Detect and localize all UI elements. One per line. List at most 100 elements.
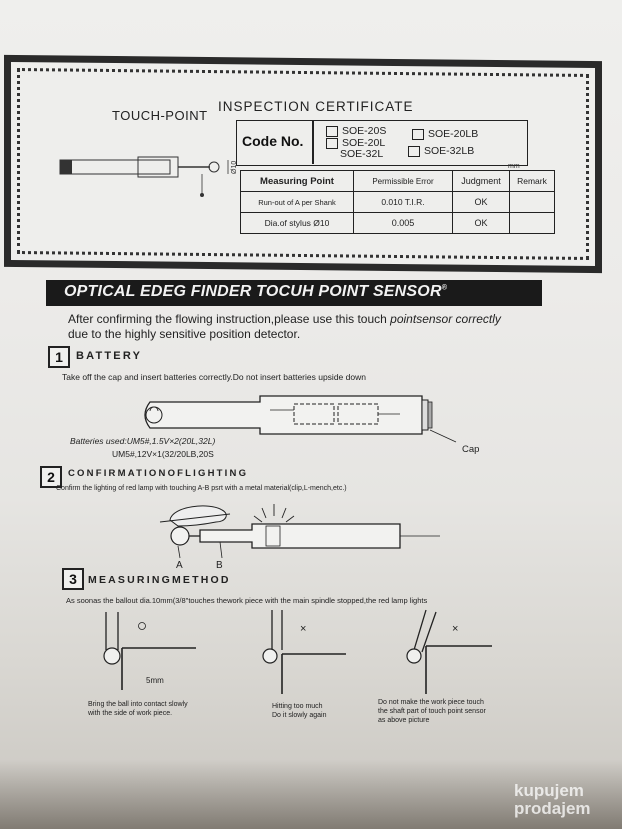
table-cell: OK <box>452 191 510 213</box>
caption-1: Bring the ball into contact slowly with … <box>88 700 188 718</box>
title-banner <box>46 280 542 306</box>
checkbox-icon <box>326 137 338 149</box>
point-a-marker <box>200 193 204 197</box>
caption-line: Do not make the work piece touch <box>378 699 484 706</box>
batteries-used-text-2: UM5#,12V×1(32/20LB,20S <box>112 449 214 459</box>
cap-knurl <box>427 401 433 429</box>
code-number-box <box>236 120 528 166</box>
ok-circle-icon <box>138 622 146 630</box>
table-row: Run-out of A per Shank 0.010 T.I.R. OK <box>240 191 555 213</box>
inspection-table: Measuring Point Permissible Error Judgme… <box>240 170 555 234</box>
caption-line: Hitting too much <box>272 703 323 710</box>
option-soe-32lb: SOE-32LB <box>408 145 474 157</box>
battery-icon <box>293 403 335 425</box>
certificate-title: INSPECTION CERTIFICATE <box>218 99 414 114</box>
option-label: SOE-32LB <box>424 145 475 157</box>
banner-title-text: OPTICAL EDEG FINDER TOCUH POINT SENSOR <box>64 283 442 300</box>
option-label: SOE-32L <box>340 148 384 160</box>
section-3-title: MEASURINGMETHOD <box>88 574 231 586</box>
hand-icon <box>169 505 227 527</box>
section-1-number: 1 <box>48 346 70 368</box>
x-mark-icon: × <box>452 623 458 635</box>
red-lamp-icon <box>265 525 281 547</box>
section-3-number: 3 <box>62 568 84 590</box>
x-mark-icon: × <box>300 623 306 635</box>
table-cell: Dia.of stylus Ø10 <box>240 212 354 234</box>
caption-line: Bring the ball into contact slowly <box>88 701 188 708</box>
option-soe-20l: SOE-20L <box>326 137 385 149</box>
banner-title: OPTICAL EDEG FINDER TOCUH POINT SENSOR® <box>64 283 447 301</box>
code-label: Code No. <box>242 133 304 149</box>
option-label: SOE-20L <box>342 137 386 149</box>
table-cell: 0.010 T.I.R. <box>353 191 453 213</box>
light-ray-icon <box>261 507 267 519</box>
table-cell: 0.005 <box>353 212 453 234</box>
table-row: Dia.of stylus Ø10 0.005 OK <box>240 212 555 234</box>
point-b-label: B <box>216 560 223 571</box>
intro-text: After confirming the flowing instruction… <box>68 312 548 342</box>
caption-line: the shaft part of touch point sensor <box>378 708 486 715</box>
table-header-row: Measuring Point Permissible Error Judgme… <box>240 170 555 192</box>
caption-line: Do it slowly again <box>272 712 327 719</box>
stylus-dimension-label: Ø10 <box>231 161 238 174</box>
point-b-leader <box>219 541 223 559</box>
watermark-line1: kupujem <box>514 781 584 800</box>
point-a-label: A <box>176 560 183 571</box>
probe-end-cap <box>60 160 72 174</box>
probe-ball <box>406 648 422 664</box>
spindle-line <box>421 611 437 653</box>
light-ray-icon <box>253 515 263 523</box>
option-label: SOE-20S <box>342 125 387 137</box>
code-divider <box>312 120 314 164</box>
section-1-title: BATTERY <box>76 350 143 362</box>
probe-diagram-small: Ø10 <box>59 156 238 197</box>
watermark-logo: kupujem prodajem <box>514 782 591 818</box>
probe-ball <box>208 161 220 173</box>
option-soe-32l: SOE-32L <box>340 148 383 160</box>
section-1-text: Take off the cap and insert batteries co… <box>62 372 366 382</box>
batteries-used-text: Batteries used:UM5#,1.5V×2(20L,32L) <box>70 436 216 446</box>
sensor-body-outline <box>144 395 423 435</box>
probe-ball <box>170 526 190 546</box>
point-a-leader <box>177 545 181 559</box>
checkbox-icon <box>408 145 420 157</box>
checkbox-icon <box>412 128 424 140</box>
lamp-icon <box>149 406 159 412</box>
header-judgment: Judgment <box>452 170 510 192</box>
checkbox-icon <box>326 125 338 137</box>
caption-2: Hitting too much Do it slowly again <box>272 702 326 720</box>
spindle-line <box>413 609 427 651</box>
option-soe-20lb: SOE-20LB <box>412 128 478 140</box>
five-mm-label: 5mm <box>146 676 164 685</box>
cap-leader-line <box>429 429 457 443</box>
unit-label: mm <box>508 163 520 170</box>
caption-3: Do not make the work piece touch the sha… <box>378 698 486 725</box>
cap-icon <box>421 399 429 431</box>
battery-diagram <box>144 395 457 443</box>
caption-line: as above picture <box>378 717 430 724</box>
section-3-text: As soonas the ballout dia.10mm(3/8"touch… <box>66 596 428 605</box>
probe-body <box>59 159 171 175</box>
cap-label: Cap <box>462 444 480 455</box>
table-cell: OK <box>452 212 510 234</box>
paper-shadow <box>0 760 622 829</box>
probe-ball <box>103 647 121 665</box>
section-2-title: CONFIRMATIONOFLIGHTING <box>68 468 249 479</box>
header-permissible-error: Permissible Error <box>353 170 453 192</box>
section-2-text: Confirm the lighting of red lamp with to… <box>56 485 347 492</box>
section-2-number: 2 <box>40 466 62 488</box>
table-cell <box>509 212 555 234</box>
intro-line1: After confirming the flowing instruction… <box>68 312 391 326</box>
sensor-body-outline <box>199 523 401 549</box>
option-label: SOE-20LB <box>428 128 479 140</box>
registered-mark: ® <box>441 284 448 292</box>
light-ray-icon <box>281 507 287 519</box>
watermark-line2: prodajem <box>514 799 591 818</box>
light-ray-icon <box>285 515 295 523</box>
probe-ball <box>262 648 278 664</box>
table-cell <box>509 191 555 213</box>
metal-clip-icon <box>159 513 231 523</box>
caption-line: with the side of work piece. <box>88 710 173 717</box>
lighting-diagram <box>159 504 440 559</box>
option-soe-20s: SOE-20S <box>326 125 386 137</box>
